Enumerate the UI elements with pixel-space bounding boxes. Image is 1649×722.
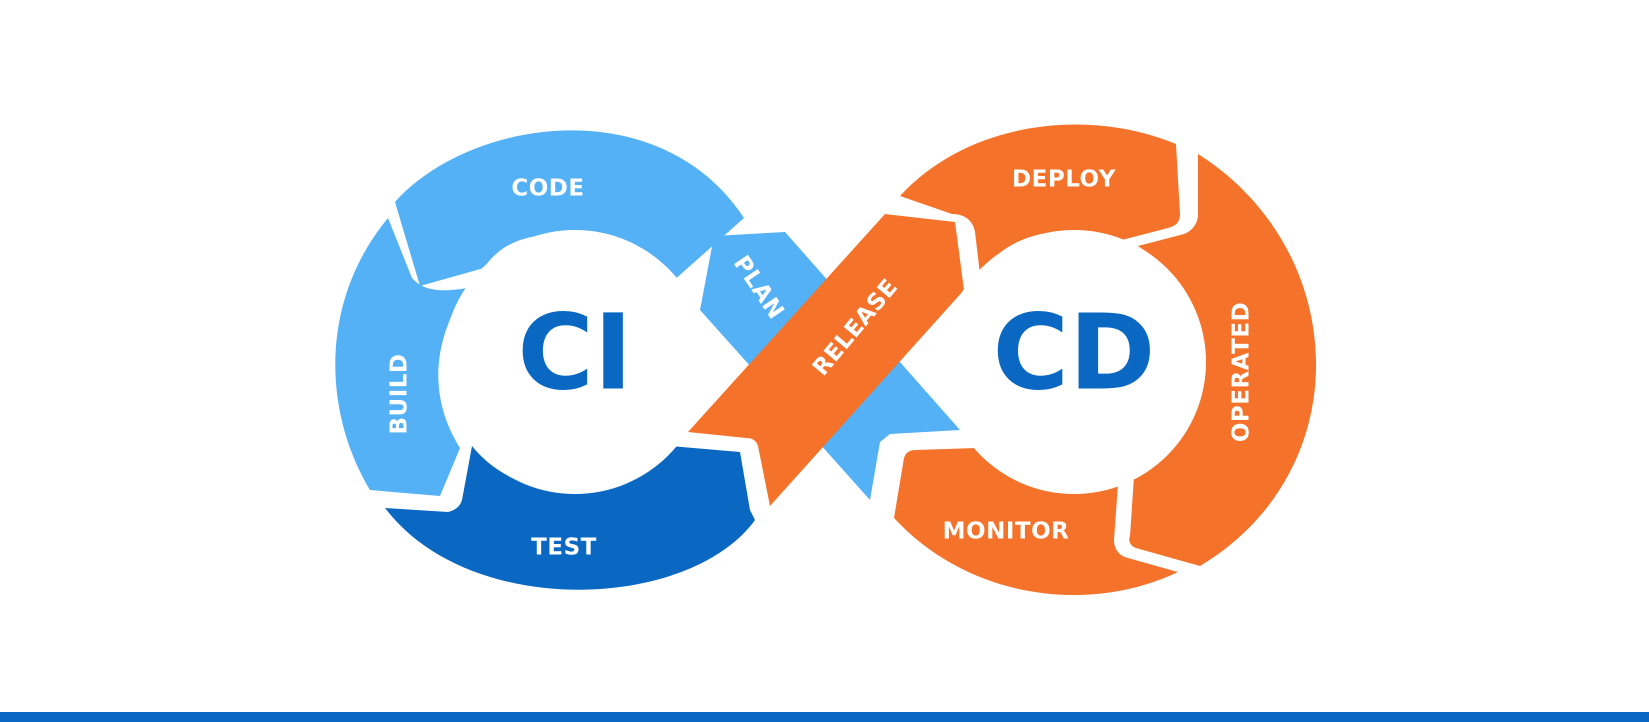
ci-loop: [335, 130, 960, 590]
segment-operated: [1129, 154, 1317, 566]
label-operated: OPERATED: [1229, 302, 1255, 442]
segment-test: [385, 446, 755, 590]
segment-build: [335, 218, 467, 496]
segment-monitor: [894, 448, 1178, 596]
label-build: BUILD: [387, 353, 413, 434]
cd-hub-label: CD: [993, 291, 1156, 413]
label-test: TEST: [531, 535, 597, 561]
bottom-rule: [0, 712, 1649, 722]
label-deploy: DEPLOY: [1012, 167, 1116, 193]
segment-release: [688, 214, 964, 506]
cd-hub: [942, 230, 1206, 494]
cd-loop: [688, 124, 1317, 596]
ci-hub-label: CI: [517, 291, 632, 413]
ci-hub: [443, 230, 707, 494]
segment-code: [395, 130, 744, 290]
label-code: CODE: [511, 176, 584, 202]
label-monitor: MONITOR: [943, 519, 1070, 545]
